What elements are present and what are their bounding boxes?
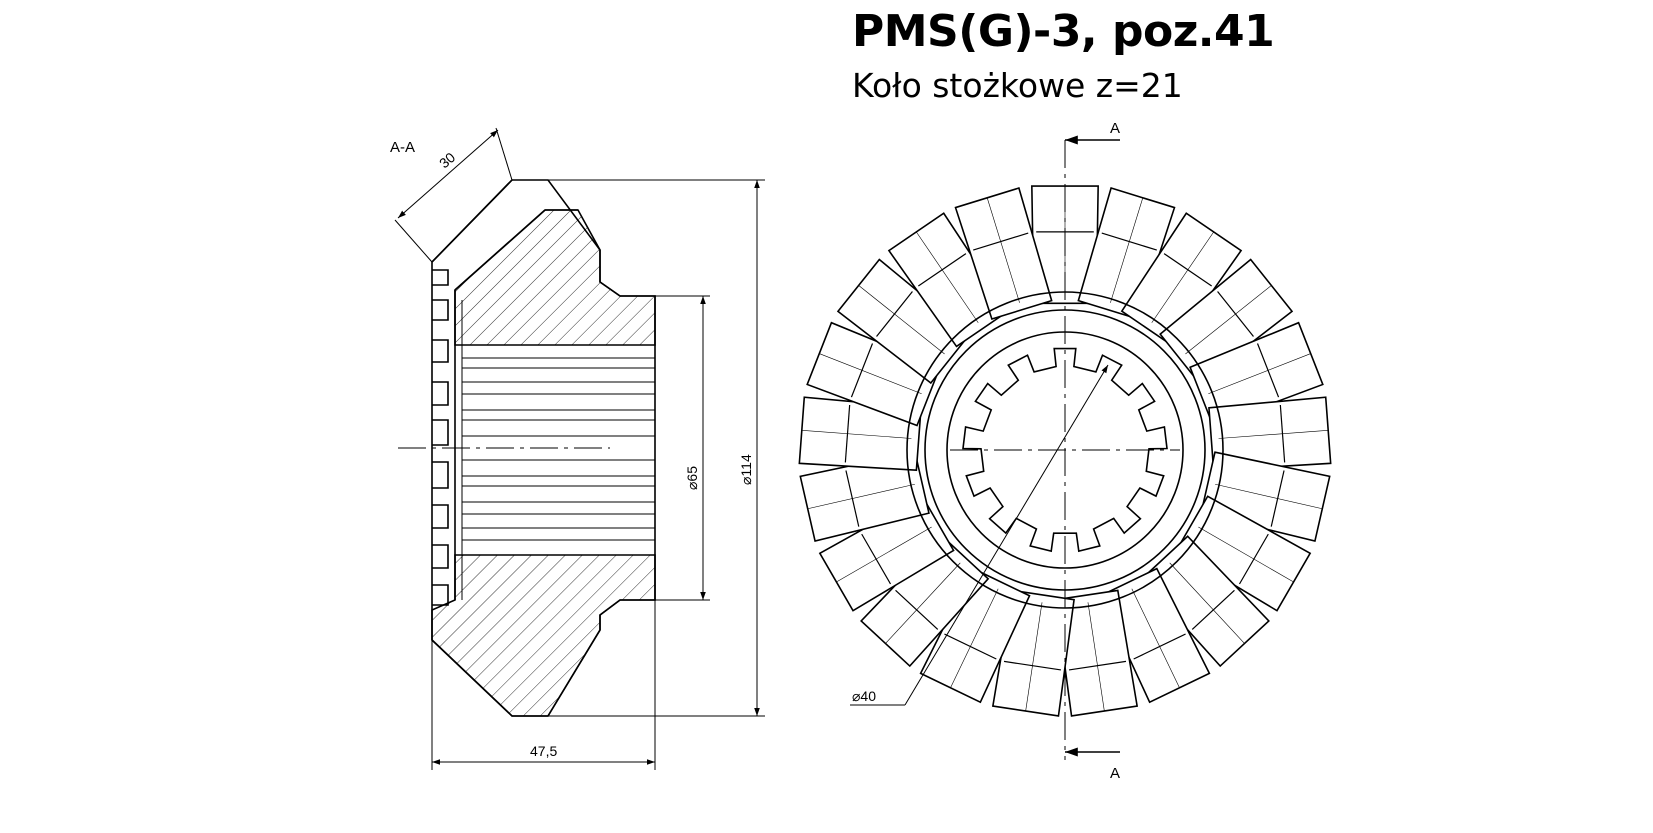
tooth-ridge <box>836 526 932 583</box>
tooth-ridge <box>1131 588 1180 688</box>
tooth-ridge <box>1169 562 1245 644</box>
section-marker-top: A <box>1110 120 1120 137</box>
tooth-ridge <box>1198 526 1294 583</box>
gear-tooth <box>1077 187 1176 321</box>
hatched-upper-section <box>454 209 656 346</box>
dim-bore-diameter: ⌀40 <box>852 688 876 704</box>
dim-hub-diameter: ⌀65 <box>684 466 700 490</box>
gear-tooth <box>1189 321 1324 427</box>
section-label: A-A <box>390 139 415 156</box>
front-view: A A ⌀40 <box>798 120 1332 782</box>
tooth-ridge <box>1110 197 1144 303</box>
tooth-ridge <box>1215 483 1323 510</box>
gear-tooth <box>799 451 930 543</box>
ext-line <box>495 127 513 181</box>
tooth-ridge <box>1151 231 1214 323</box>
ext-line <box>394 219 433 263</box>
gear-tooth <box>1208 396 1332 472</box>
spline-bore <box>962 347 1168 553</box>
dim-length: 47,5 <box>530 743 557 759</box>
section-view: A-A <box>390 127 765 770</box>
cone-tip-line <box>431 179 513 263</box>
gear-tooth <box>806 321 941 427</box>
dim-outer-diameter: ⌀114 <box>738 454 754 485</box>
cone-root-line <box>454 209 546 291</box>
section-marker-bottom: A <box>1110 765 1120 782</box>
hatched-lower-section <box>431 554 656 717</box>
tooth-ridge <box>1025 602 1043 712</box>
gear-tooth <box>1175 495 1312 612</box>
gear-tooth <box>1055 589 1139 717</box>
tooth-ridge <box>986 197 1020 303</box>
tooth-ridge <box>1208 353 1311 395</box>
tooth-ridge <box>801 429 912 439</box>
tooth-profile-left <box>432 269 449 606</box>
gear-tooth <box>818 495 955 612</box>
tooth-ridge <box>1087 602 1105 712</box>
drawing-subtitle: Koło stożkowe z=21 <box>852 66 1183 105</box>
tooth-ridge <box>819 353 922 395</box>
tooth-ridge <box>807 483 915 510</box>
gear-outline <box>431 179 656 717</box>
drawing-title: PMS(G)-3, poz.41 <box>852 6 1275 57</box>
tooth-ridge <box>950 588 999 688</box>
gear-tooth <box>954 187 1053 321</box>
tooth-ridge <box>1218 429 1329 439</box>
gear-tooth <box>1099 567 1211 704</box>
tooth-ridge <box>916 231 979 323</box>
gear-tooth <box>919 567 1031 704</box>
gear-tooth <box>887 212 1010 348</box>
bore-leader-line <box>904 364 1109 706</box>
tooth-ridge <box>858 285 945 355</box>
tooth-ridge <box>885 562 961 644</box>
spline-grooves <box>462 344 655 556</box>
dim-line-face-width <box>397 129 499 219</box>
gear-tooth <box>1120 212 1243 348</box>
tooth-ridge <box>1185 285 1272 355</box>
